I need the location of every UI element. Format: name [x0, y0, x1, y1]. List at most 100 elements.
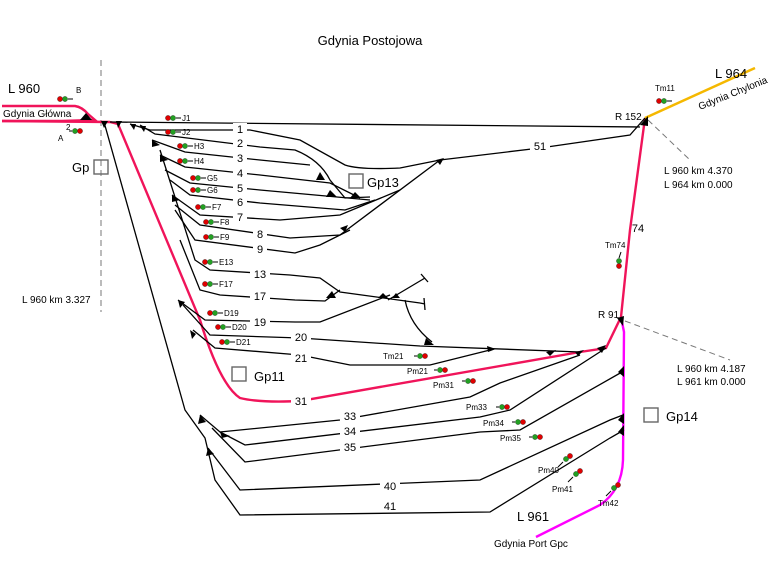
signal-red-lamp-icon: [567, 453, 573, 459]
track-label-35: 35: [344, 442, 356, 454]
signal-green-lamp-icon: [195, 187, 201, 193]
track-4: [159, 154, 361, 199]
signal-pm40: Pm40: [538, 453, 573, 475]
signal-red-lamp-icon: [537, 434, 543, 440]
line-964: [644, 66, 756, 120]
km-r91-line1: L 960 km 4.187: [677, 364, 746, 375]
signal-d21: D21: [219, 338, 251, 347]
track-label-2: 2: [237, 138, 243, 150]
post-r152: R 152: [615, 112, 642, 123]
signal-label-j2: J2: [182, 128, 191, 137]
track-label-33: 33: [344, 411, 356, 423]
signal-green-lamp-icon: [182, 143, 188, 149]
track-19: [177, 294, 391, 323]
track-label-9: 9: [257, 244, 263, 256]
signal-red-lamp-icon: [520, 419, 526, 425]
signal-red-lamp-icon: [616, 263, 622, 269]
station-gdynia-port: Gdynia Port Gpc: [494, 539, 568, 550]
signal-label-j1: J1: [182, 114, 191, 123]
track-label-21: 21: [295, 353, 307, 365]
track-8: [174, 159, 441, 239]
signal-label-a: A: [58, 134, 64, 143]
track-13: [159, 149, 421, 304]
track-label-74: 74: [632, 223, 644, 235]
signal-red-lamp-icon: [177, 158, 183, 164]
signal-green-lamp-icon: [220, 324, 226, 330]
buffer-stop-lower: [423, 297, 426, 311]
signal-tm11: Tm11: [655, 84, 675, 104]
track-7: [171, 189, 401, 221]
signal-green-lamp-icon: [195, 175, 201, 181]
km-r152-line1: L 960 km 4.370: [664, 166, 733, 177]
signal-label-tm21: Tm21: [383, 352, 404, 361]
signal-red-lamp-icon: [165, 115, 171, 121]
track-label-1: 1: [237, 124, 243, 136]
switch-markers: [80, 113, 648, 456]
track-21: [192, 329, 491, 366]
track-6: [169, 179, 376, 211]
km-r91-line2: L 961 km 0.000: [677, 377, 746, 388]
signal-red-lamp-icon: [195, 204, 201, 210]
track-3: [151, 139, 311, 166]
signal-label-pm33: Pm33: [466, 403, 487, 412]
post-r91: R 91: [598, 310, 620, 321]
signal-f8: F8: [203, 218, 230, 227]
signal-green-lamp-icon: [573, 471, 579, 477]
signal-green-lamp-icon: [661, 98, 667, 104]
km-r152-line2: L 964 km 0.000: [664, 180, 733, 191]
signal-tm21: Tm21: [383, 352, 428, 361]
line-label-964: L 964: [715, 66, 747, 81]
area-box-gp: [93, 159, 109, 175]
signal-label-d21: D21: [236, 338, 251, 347]
signal-red-lamp-icon: [656, 98, 662, 104]
signal-green-lamp-icon: [182, 158, 188, 164]
signal-j1: J1: [165, 114, 191, 123]
km-marker-left: L 960 km 3.327: [22, 295, 91, 306]
track-label-20: 20: [295, 332, 307, 344]
line-961: [535, 316, 626, 539]
signal-green-lamp-icon: [465, 378, 471, 384]
signal-label-pm21: Pm21: [407, 367, 428, 376]
signal-pm21: Pm21: [407, 367, 448, 376]
signal-green-lamp-icon: [200, 204, 206, 210]
diagram-title: Gdynia Postojowa: [318, 33, 424, 48]
track-label-4: 4: [237, 168, 243, 180]
signal-label-b: B: [76, 86, 81, 95]
signal-label-pm34: Pm34: [483, 419, 504, 428]
signal-red-lamp-icon: [202, 259, 208, 265]
signal-green-lamp-icon: [532, 434, 538, 440]
signal-red-lamp-icon: [615, 482, 621, 488]
signal-pm41: Pm41: [552, 468, 583, 494]
km-leader-r91: [624, 320, 731, 361]
signal-pm33: Pm33: [466, 403, 510, 412]
signal-green-lamp-icon: [207, 281, 213, 287]
track-label-8: 8: [257, 229, 263, 241]
signal-label-tm74: Tm74: [605, 241, 626, 250]
signal-d19: D19: [207, 309, 239, 318]
signal-f17: F17: [202, 280, 233, 289]
signal-label-tm42: Tm42: [598, 499, 619, 508]
signal-green-lamp-icon: [170, 115, 176, 121]
area-box-gp13: [348, 173, 364, 189]
signal-tm74: Tm74: [605, 241, 626, 269]
track-35: [211, 371, 623, 463]
signal-red-lamp-icon: [207, 310, 213, 316]
signal-green-lamp-icon: [170, 129, 176, 135]
signal-j2: J2: [165, 128, 191, 137]
signal-label-h4: H4: [194, 157, 205, 166]
area-label-gp11: Gp11: [254, 369, 285, 384]
signal-pm31: Pm31: [433, 378, 476, 390]
signal-e13: E13: [202, 258, 234, 267]
signal-label-h3: H3: [194, 142, 205, 151]
line-960-entry: [2, 104, 99, 123]
track-41: [103, 121, 625, 516]
signal-green-lamp-icon: [417, 353, 423, 359]
signal-h4: H4: [177, 157, 205, 166]
signal-label-f8: F8: [220, 218, 230, 227]
signal-g5: G5: [190, 174, 218, 183]
signal-post: [567, 476, 574, 483]
signal-red-lamp-icon: [219, 339, 225, 345]
signal-post: [557, 461, 564, 468]
signal-green-lamp-icon: [437, 367, 443, 373]
